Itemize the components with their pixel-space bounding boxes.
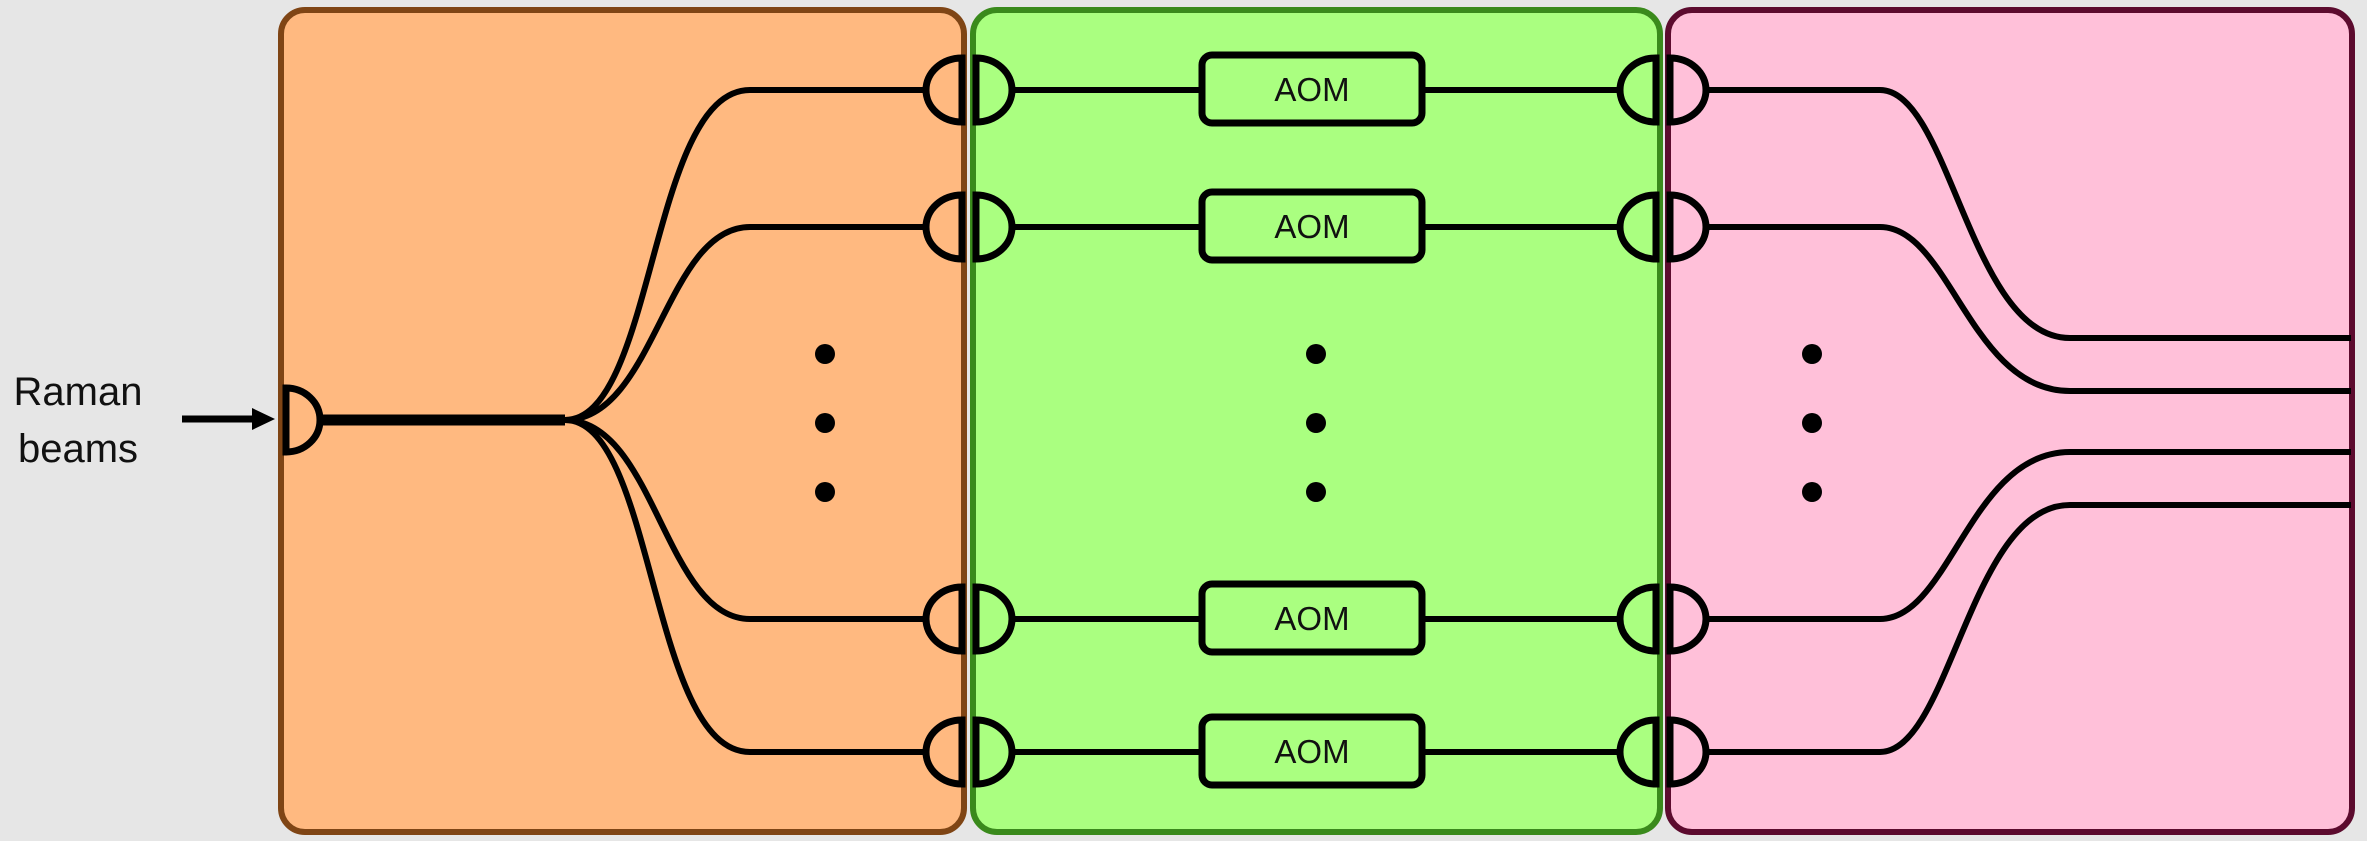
fiber-coupler-right	[972, 583, 1016, 655]
fiber-coupler-left	[922, 191, 966, 263]
ellipsis-dot	[1306, 413, 1326, 433]
ellipsis-dot	[1306, 482, 1326, 502]
fiber-coupler-right	[1666, 583, 1710, 655]
aom-label: AOM	[1274, 71, 1349, 108]
ellipsis-dot	[1802, 344, 1822, 364]
combiner-branch-3	[1708, 449, 2351, 622]
aom-label: AOM	[1274, 600, 1349, 637]
aom-box	[1198, 188, 1426, 264]
splitter-branch-2	[564, 224, 925, 423]
combiner-fibers	[1708, 87, 2351, 755]
ellipsis-dot	[815, 482, 835, 502]
splitter-panel	[278, 7, 967, 835]
fiber-coupler-left	[1616, 583, 1660, 655]
fiber-coupler-left	[1616, 716, 1660, 788]
input-label-line1: Raman	[14, 370, 143, 414]
ellipsis-dot	[1802, 482, 1822, 502]
combiner-branch-2	[1708, 224, 2351, 394]
aom-box	[1198, 580, 1426, 656]
splitter-branch-1	[564, 87, 925, 423]
fiber-coupler-right	[1666, 191, 1710, 263]
fiber-coupler-right	[972, 716, 1016, 788]
fiber-coupler-right	[972, 54, 1016, 126]
ellipsis-dot	[1306, 344, 1326, 364]
input-arrow	[182, 408, 275, 430]
splitter-branch-3	[564, 417, 925, 622]
aom-box	[1198, 713, 1426, 789]
aom-label: AOM	[1274, 733, 1349, 770]
splitter-branch-4	[564, 417, 925, 755]
aom-label: AOM	[1274, 208, 1349, 245]
combiner-ellipsis	[1802, 344, 1822, 502]
aom-box	[1198, 51, 1426, 127]
ellipsis-dot	[815, 413, 835, 433]
fiber-coupler-left	[1616, 191, 1660, 263]
ellipsis-dot	[815, 344, 835, 364]
combiner-panel	[1665, 7, 2355, 835]
fiber-coupler-right	[1666, 54, 1710, 126]
fiber-coupler-left	[922, 716, 966, 788]
fiber-coupler-left	[922, 583, 966, 655]
fiber-coupler-right	[972, 191, 1016, 263]
splitter-fibers	[318, 87, 925, 755]
combiner-branch-1	[1708, 87, 2351, 341]
combiner-branch-4	[1708, 502, 2351, 755]
fiber-coupler-left	[1616, 54, 1660, 126]
fiber-coupler-left	[922, 54, 966, 126]
aom-channels: AOM AOM AOM AOM	[922, 51, 1710, 789]
ellipsis-dot	[1802, 413, 1822, 433]
input-label-line2: beams	[18, 427, 138, 471]
aom-ellipsis	[1306, 344, 1326, 502]
fiber-coupler-right	[1666, 716, 1710, 788]
splitter-ellipsis	[815, 344, 835, 502]
